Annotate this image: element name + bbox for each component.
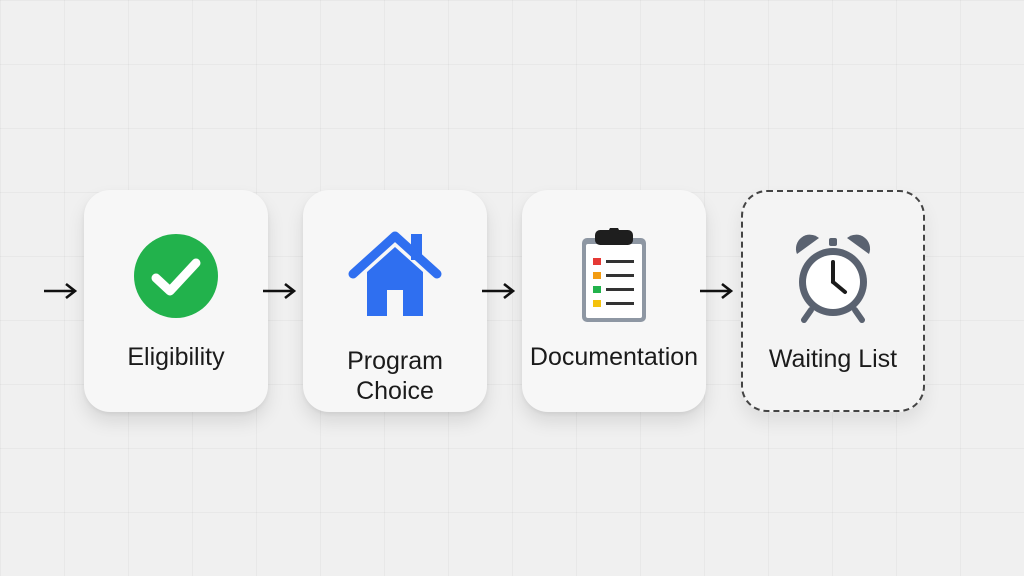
- step-label: Documentation: [529, 343, 699, 371]
- step-card-program-choice: Program Choice: [303, 190, 487, 412]
- arrow-icon: [482, 282, 516, 300]
- step-label: Eligibility: [127, 343, 225, 371]
- alarm-clock-icon: [795, 234, 871, 323]
- clipboard-icon: [582, 228, 646, 322]
- house-icon: [348, 231, 442, 316]
- arrow-icon: [700, 282, 734, 300]
- check-circle-icon: [134, 234, 218, 318]
- arrow-icon: [263, 282, 297, 300]
- arrow-icon: [44, 282, 78, 300]
- step-label: Waiting List: [768, 345, 898, 373]
- step-card-documentation: Documentation: [522, 190, 706, 412]
- step-card-waiting-list: Waiting List: [741, 190, 925, 412]
- step-label: Program Choice: [347, 347, 443, 405]
- step-card-eligibility: Eligibility: [84, 190, 268, 412]
